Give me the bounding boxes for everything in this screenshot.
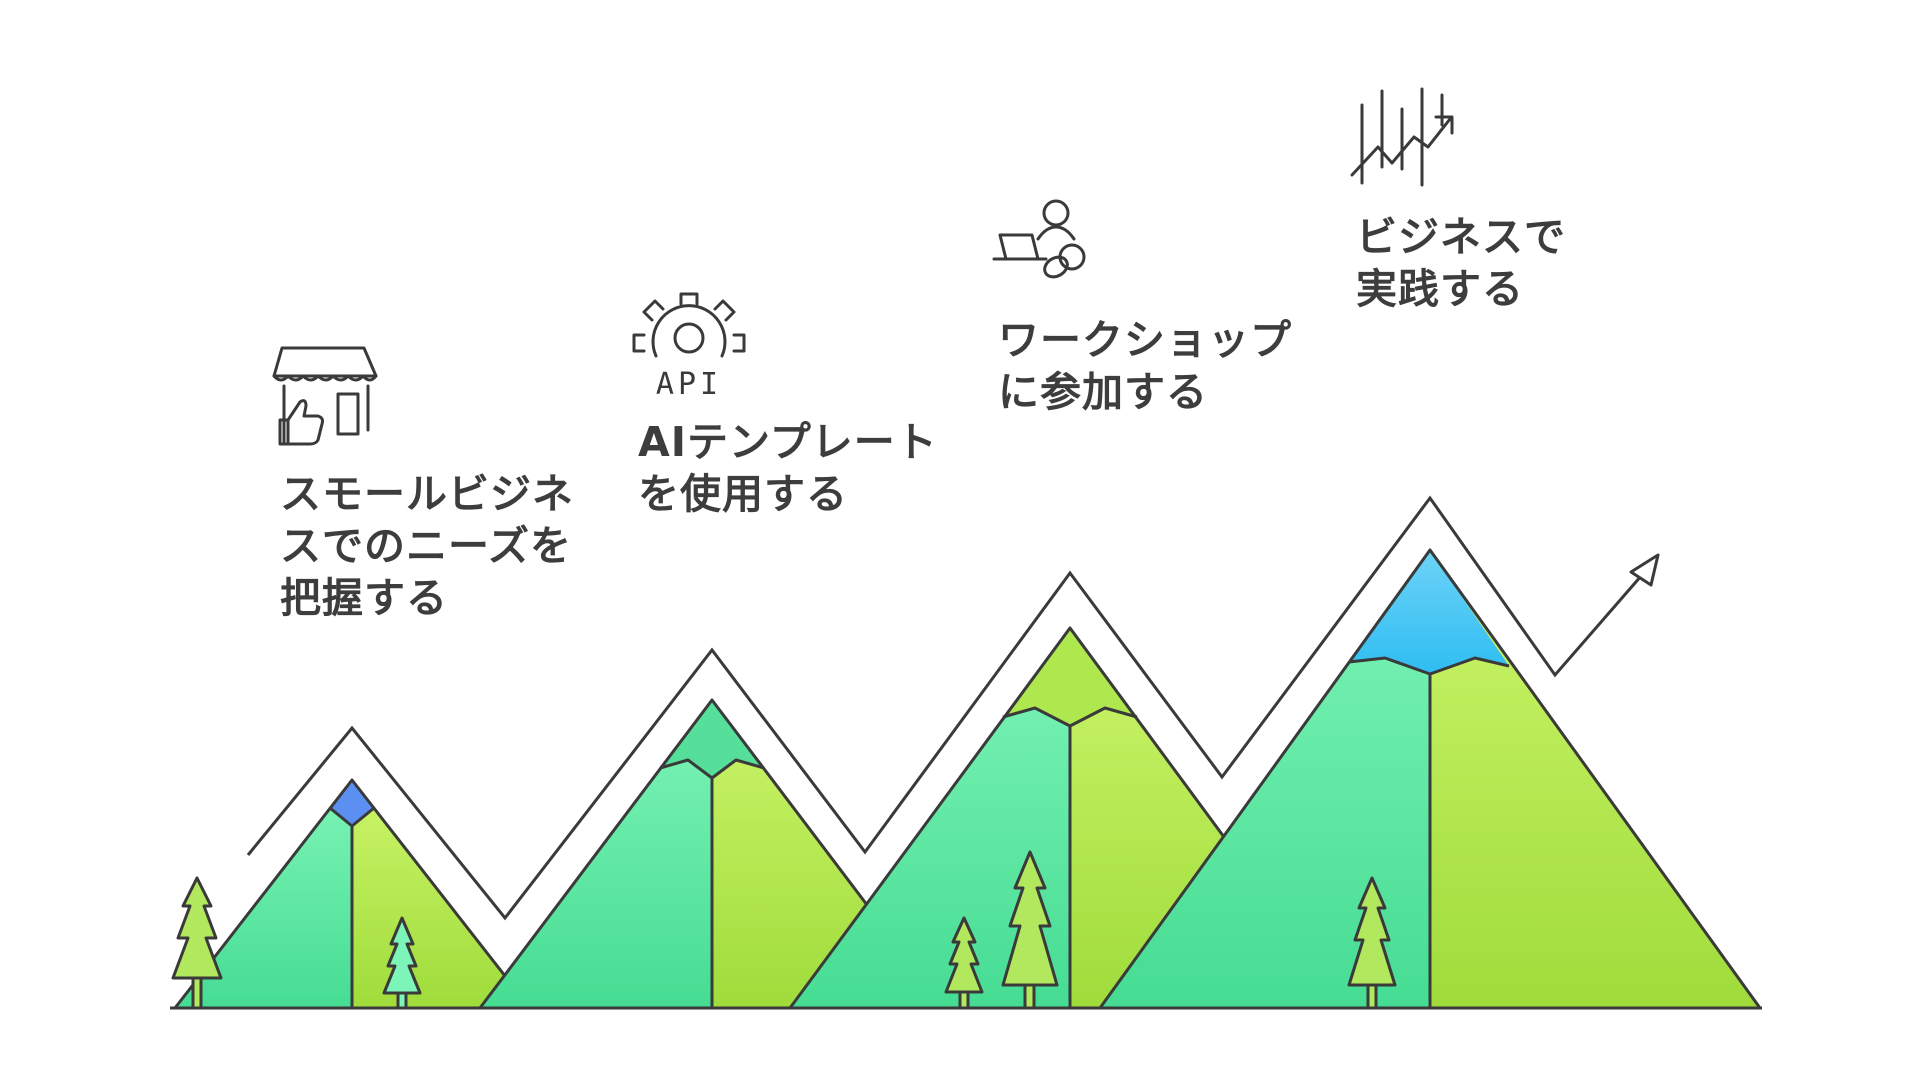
step-1-label-line-1: スモールビジネ (280, 470, 574, 518)
step-1-label: スモールビジネ スでのニーズを 把握する (280, 468, 574, 624)
tree-2 (382, 916, 422, 1010)
tree-4 (1001, 850, 1059, 1010)
api-icon-text: API (656, 367, 722, 402)
step-2-label-line-2: を使用する (638, 470, 848, 518)
step-3-label: ワークショップ に参加する (998, 314, 1292, 418)
step-4-label-line-1: ビジネスで (1356, 213, 1566, 261)
step-2-label-line-1: AIテンプレート (638, 418, 938, 466)
step-1-label-line-2: スでのニーズを (280, 522, 572, 570)
step-3-label-line-2: に参加する (998, 368, 1208, 416)
mountain-4 (1098, 548, 1762, 1010)
step-3-label-line-1: ワークショップ (998, 316, 1292, 364)
tree-3 (944, 916, 984, 1010)
growth-chart-icon (1348, 85, 1458, 195)
storefront-thumbs-up-icon (272, 340, 382, 450)
arrow-head-icon (1629, 553, 1660, 587)
tree-5 (1347, 876, 1397, 1010)
gear-api-icon: API (630, 290, 746, 402)
step-1-label-line-3: 把握する (280, 574, 448, 622)
step-2-label: AIテンプレート を使用する (638, 416, 938, 520)
step-4-label-line-2: 実践する (1356, 265, 1524, 313)
laptop-person-icon (990, 195, 1100, 295)
step-4-label: ビジネスで 実践する (1356, 211, 1566, 315)
tree-1 (171, 876, 223, 1010)
zigzag-progress-line (240, 480, 1657, 935)
